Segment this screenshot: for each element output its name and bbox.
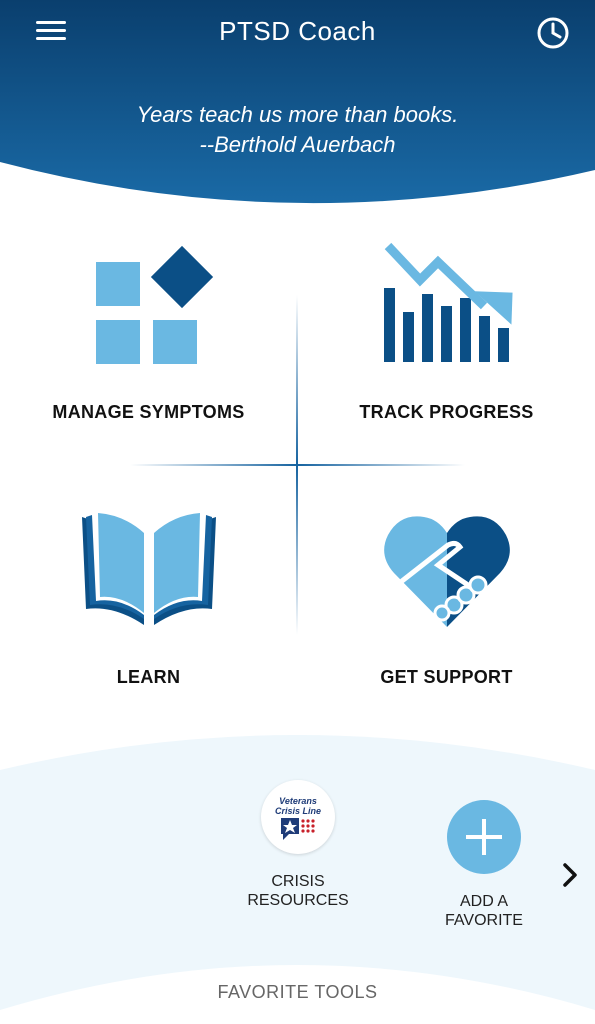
plus-icon	[447, 800, 521, 874]
main-menu-grid: MANAGE SYMPTOMS TRACK PROGRESS LEARN	[0, 210, 595, 720]
track-progress-label: TRACK PROGRESS	[359, 402, 534, 422]
favorites-background	[0, 735, 595, 1024]
chevron-right-icon	[563, 863, 577, 887]
favorites-panel: Veterans Crisis Line CRISIS RESOURCES AD…	[0, 720, 595, 1024]
grid-divider	[130, 295, 465, 635]
header: PTSD Coach Years teach us more than book…	[0, 0, 595, 210]
svg-text:Veterans: Veterans	[279, 796, 317, 806]
svg-text:Crisis Line: Crisis Line	[275, 806, 321, 816]
veterans-crisis-line-logo: Veterans Crisis Line	[261, 780, 335, 854]
manage-symptoms-label: MANAGE SYMPTOMS	[52, 402, 245, 422]
daily-quote: Years teach us more than books. --Bertho…	[0, 100, 595, 160]
app-title: PTSD Coach	[219, 16, 376, 46]
favorite-tools-title: FAVORITE TOOLS	[217, 982, 378, 1002]
header-background	[0, 0, 595, 204]
menu-button[interactable]	[30, 16, 72, 50]
history-button[interactable]	[534, 14, 572, 52]
manage-symptoms-tile[interactable]: MANAGE SYMPTOMS	[0, 210, 297, 465]
menu-icon	[30, 21, 72, 40]
crisis-resources-favorite[interactable]: Veterans Crisis Line CRISIS RESOURCES	[238, 780, 358, 910]
quote-author: --Berthold Auerbach	[199, 132, 396, 157]
next-favorites-button[interactable]	[556, 858, 586, 892]
book-icon	[82, 513, 216, 625]
quote-text: Years teach us more than books.	[136, 102, 459, 127]
history-icon	[537, 17, 569, 49]
get-support-label: GET SUPPORT	[380, 667, 513, 687]
learn-tile[interactable]: LEARN	[0, 465, 297, 720]
learn-label: LEARN	[116, 667, 181, 687]
get-support-tile[interactable]: GET SUPPORT	[298, 465, 595, 720]
add-favorite-label-1: ADD A	[459, 893, 508, 910]
crisis-resources-label-1: CRISIS	[271, 873, 325, 890]
add-favorite-label-2: FAVORITE	[445, 912, 523, 929]
blocks-icon	[96, 245, 214, 364]
track-progress-tile[interactable]: TRACK PROGRESS	[298, 210, 595, 465]
add-favorite-button[interactable]: ADD A FAVORITE	[424, 800, 544, 930]
chart-down-icon	[384, 242, 513, 362]
crisis-resources-label-2: RESOURCES	[247, 892, 349, 909]
handshake-heart-icon	[384, 516, 510, 627]
